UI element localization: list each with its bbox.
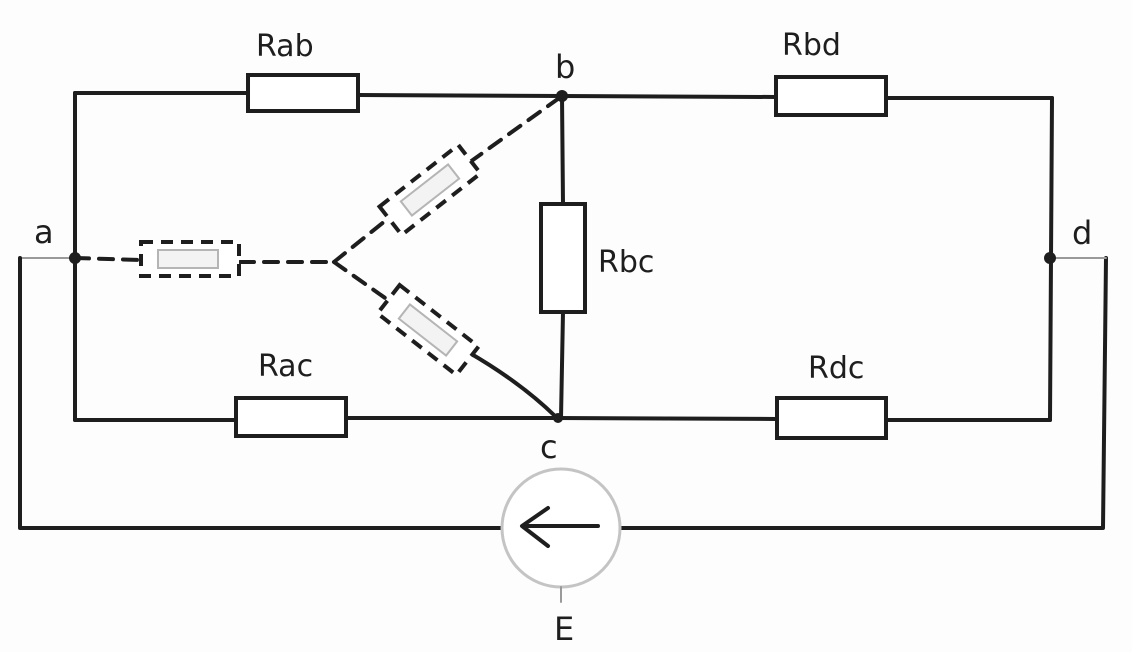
resistors [234, 73, 888, 440]
voltage-source [500, 467, 622, 603]
label-source-e: E [554, 610, 574, 648]
star-wire-a [73, 256, 142, 262]
wire-rbc-c [559, 310, 565, 420]
label-node-b: b [555, 48, 575, 86]
star-resistor-a [139, 240, 241, 278]
star-wire-lower [332, 260, 390, 302]
star-wire-b [468, 94, 564, 164]
resistor-ac [234, 396, 348, 438]
label-rbc: Rbc [598, 245, 654, 280]
node-dot-a [69, 252, 81, 264]
node-dot-c [553, 413, 563, 423]
wire-b-rbc [560, 94, 565, 206]
resistor-bd [774, 75, 888, 117]
resistor-ab [246, 73, 360, 113]
star-resistor-b [376, 142, 484, 238]
wire-loop-left [18, 256, 504, 530]
source-arrow-icon [520, 506, 600, 548]
label-node-a: a [34, 213, 54, 251]
resistor-dc [775, 396, 888, 440]
label-node-c: c [540, 428, 558, 466]
star-resistor-c [374, 282, 482, 378]
label-rab: Rab [256, 29, 314, 64]
junctions [69, 90, 1056, 423]
star-network [73, 94, 564, 378]
label-rdc: Rdc [808, 351, 864, 386]
resistor-bc [539, 202, 587, 314]
node-dot-b [556, 90, 568, 102]
label-node-d: d [1072, 214, 1092, 252]
star-wire-upper [332, 211, 397, 264]
node-dot-d [1044, 252, 1056, 264]
wire-loop-right [618, 256, 1108, 530]
label-rbd: Rbd [782, 28, 841, 63]
label-rac: Rac [258, 349, 313, 384]
wire-star-c [466, 350, 557, 418]
